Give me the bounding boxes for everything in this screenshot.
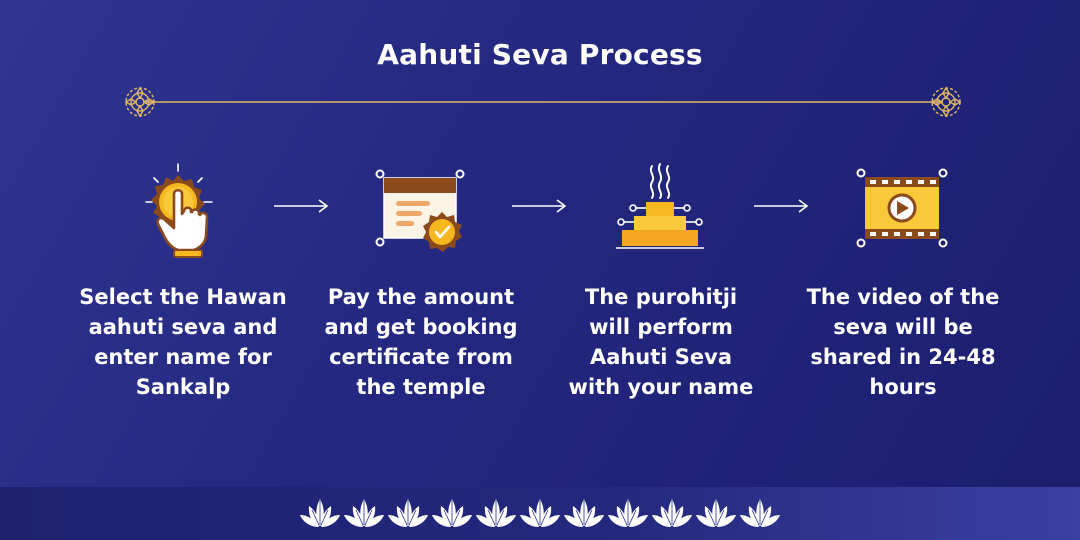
page-title: Aahuti Seva Process <box>377 38 703 71</box>
caption-line: The purohitji <box>584 285 738 309</box>
video-film-icon <box>856 168 948 248</box>
arrow-right-icon <box>512 199 567 213</box>
lotus-icon <box>607 498 649 528</box>
mandala-right-icon <box>930 86 962 118</box>
caption-line: Aahuti Seva <box>589 345 733 369</box>
lotus-icon <box>431 498 473 528</box>
hand-tap-icon <box>145 163 213 258</box>
caption-line: will perform <box>589 315 733 339</box>
lotus-icon <box>563 498 605 528</box>
hawan-kund-icon <box>616 163 704 249</box>
lotus-icon <box>475 498 517 528</box>
arrow-right-icon <box>274 199 329 213</box>
lotus-icon <box>519 498 561 528</box>
caption-line: hours <box>869 375 937 399</box>
caption-line: shared in 24-48 <box>810 345 996 369</box>
footer-band <box>0 487 1080 540</box>
caption-line: seva will be <box>833 315 973 339</box>
title-divider <box>124 86 962 118</box>
caption-line: with your name <box>568 375 754 399</box>
caption-line: enter name for <box>94 345 272 369</box>
step-3-caption: The purohitji will perform Aahuti Seva w… <box>546 282 776 402</box>
caption-line: Select the Hawan <box>79 285 287 309</box>
lotus-icon <box>739 498 781 528</box>
certificate-icon <box>375 169 465 252</box>
caption-line: The video of the <box>806 285 1000 309</box>
lotus-row <box>298 496 782 530</box>
step-1-caption: Select the Hawan aahuti seva and enter n… <box>68 282 298 402</box>
step-2-caption: Pay the amount and get booking certifica… <box>306 282 536 402</box>
mandala-left-icon <box>124 86 156 118</box>
lotus-icon <box>299 498 341 528</box>
caption-line: and get booking <box>324 315 518 339</box>
arrow-right-icon <box>754 199 809 213</box>
caption-line: certificate from <box>329 345 513 369</box>
lotus-icon <box>695 498 737 528</box>
caption-line: Sankalp <box>135 375 231 399</box>
step-4-caption: The video of the seva will be shared in … <box>788 282 1018 402</box>
lotus-icon <box>651 498 693 528</box>
lotus-icon <box>387 498 429 528</box>
caption-line: the temple <box>356 375 486 399</box>
caption-line: aahuti seva and <box>88 315 278 339</box>
caption-line: Pay the amount <box>327 285 515 309</box>
lotus-icon <box>343 498 385 528</box>
